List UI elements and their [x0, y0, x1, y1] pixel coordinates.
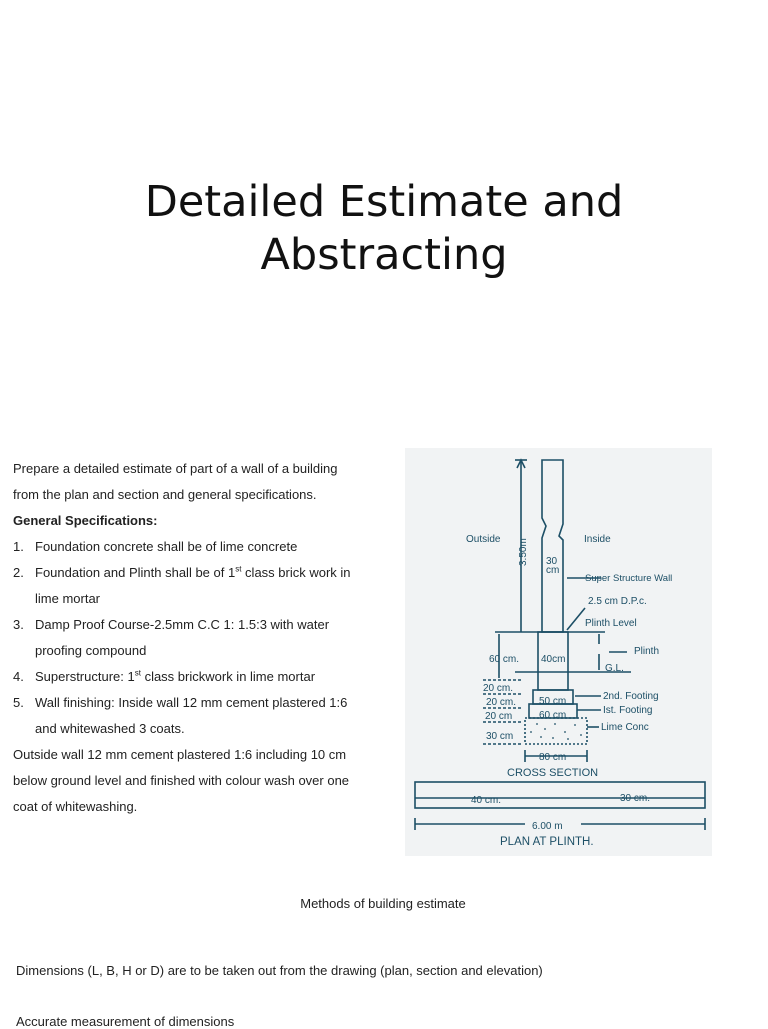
title-line-2: Abstracting [260, 230, 508, 280]
spec-item-text: Foundation concrete shall be of lime con… [35, 539, 298, 554]
label-plan-40cm: 40 cm. [471, 795, 501, 806]
plan-wall [414, 781, 706, 809]
spec-item-text: Foundation and Plinth shall be of 1st cl… [35, 565, 351, 580]
title-line-1: Detailed Estimate and [144, 177, 624, 227]
outside-line-1: Outside wall 12 mm cement plastered 1:6 … [13, 747, 347, 762]
spec-item-text-continued: and whitewashed 3 coats. [35, 721, 185, 736]
spec-item-text: Damp Proof Course-2.5mm C.C 1: 1.5:3 wit… [35, 617, 330, 632]
spec-text-part: class brick work in [241, 565, 351, 580]
label-plinth: Plinth [634, 646, 659, 657]
spec-text-part: class brickwork in lime mortar [140, 669, 316, 684]
spec-item-number: 3. [13, 617, 24, 632]
superscript: st [134, 668, 141, 678]
spec-item-text-continued: lime mortar [35, 591, 101, 606]
intro-line-1: Prepare a detailed estimate of part of a… [13, 461, 338, 476]
label-gl: G.L. [605, 663, 624, 674]
drawing-canvas: Outside Inside 3.50m 30 cm Super Structu… [414, 458, 706, 848]
label-first-footing: Ist. Footing [603, 705, 652, 716]
spec-item-2: 2. Foundation and Plinth shall be of 1st… [13, 560, 393, 612]
methods-heading: Methods of building estimate [300, 896, 466, 911]
label-plan-30cm: 30 cm. [620, 793, 650, 804]
spec-text-part: Foundation and Plinth shall be of 1 [35, 565, 236, 580]
label-20cm-b: 20 cm. [486, 697, 516, 708]
label-40cm: 40cm [541, 654, 565, 665]
spec-heading: General Specifications: [13, 513, 158, 528]
label-wall-thickness-unit: cm [546, 565, 559, 576]
spec-item-text: Superstructure: 1st class brickwork in l… [35, 669, 315, 684]
label-60cm-footing: 60 cm [539, 710, 566, 721]
wall-section-drawing: Outside Inside 3.50m 30 cm Super Structu… [405, 448, 712, 856]
superscript: st [235, 564, 242, 574]
spec-list: 1. Foundation concrete shall be of lime … [13, 534, 393, 742]
label-second-footing: 2nd. Footing [603, 691, 659, 702]
label-plan-title: PLAN AT PLINTH. [500, 836, 594, 848]
spec-item-4: 4. Superstructure: 1st class brickwork i… [13, 664, 393, 690]
label-cross-section: CROSS SECTION [507, 767, 598, 779]
outside-line-3: coat of whitewashing. [13, 799, 138, 814]
label-20cm-a: 20 cm. [483, 683, 513, 694]
lime-concrete-bed [524, 717, 588, 745]
spec-item-number: 4. [13, 669, 24, 684]
label-dpc: 2.5 cm D.P.c. [588, 596, 647, 607]
spec-item-number: 2. [13, 565, 24, 580]
spec-item-3: 3. Damp Proof Course-2.5mm C.C 1: 1.5:3 … [13, 612, 393, 664]
spec-item-5: 5. Wall finishing: Inside wall 12 mm cem… [13, 690, 393, 742]
label-height: 3.50m [518, 538, 529, 566]
spec-item-text: Wall finishing: Inside wall 12 mm cement… [35, 695, 348, 710]
accurate-measurement-note: Accurate measurement of dimensions [16, 1014, 235, 1029]
label-wall-thickness: 30 [546, 556, 558, 567]
spec-item-number: 1. [13, 539, 24, 554]
outside-line-2: below ground level and finished with col… [13, 773, 350, 788]
label-30cm: 30 cm [486, 731, 513, 742]
label-20cm-c: 20 cm [485, 711, 512, 722]
spec-text-part: Superstructure: 1 [35, 669, 135, 684]
label-plinth-level: Plinth Level [585, 618, 637, 629]
label-lime-conc: Lime Conc [601, 722, 649, 733]
label-80cm: 80 cm [539, 752, 566, 763]
spec-item-number: 5. [13, 695, 24, 710]
label-plan-length: 6.00 m [532, 821, 563, 832]
label-50cm: 50 cm [539, 696, 566, 707]
problem-statement: Prepare a detailed estimate of part of a… [13, 456, 393, 820]
label-super-structure: Super Structure Wall [585, 573, 672, 584]
label-outside: Outside [466, 534, 501, 545]
label-60cm: 60 cm. [489, 654, 519, 665]
spec-item-text-continued: proofing compound [35, 643, 147, 658]
label-inside: Inside [584, 534, 611, 545]
dimensions-note: Dimensions (L, B, H or D) are to be take… [16, 963, 543, 978]
spec-item-1: 1. Foundation concrete shall be of lime … [13, 534, 393, 560]
intro-line-2: from the plan and section and general sp… [13, 487, 317, 502]
leader-line [566, 607, 586, 631]
page-title: Detailed Estimate and Abstracting [0, 176, 768, 282]
superstructure-wall [541, 459, 564, 633]
